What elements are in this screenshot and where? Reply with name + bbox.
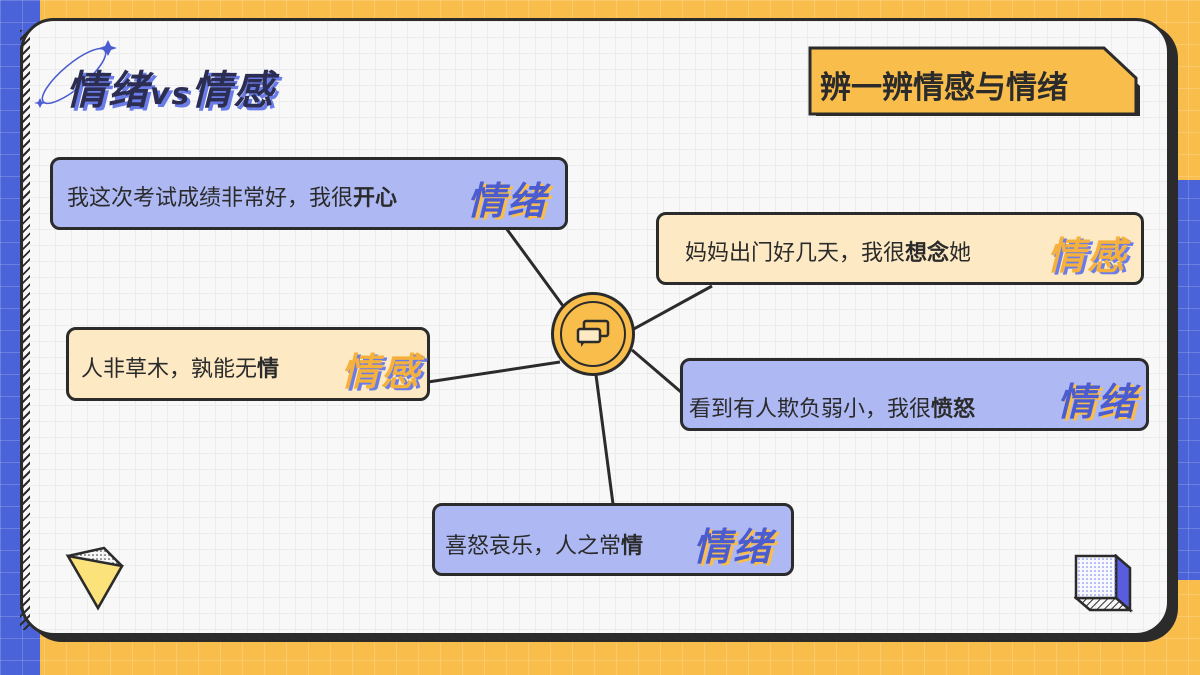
- tag-box: [808, 46, 1140, 116]
- classification-label-3: 情感: [341, 350, 422, 394]
- classification-label-5: 情绪: [693, 525, 774, 569]
- orbit-decoration-icon: [34, 40, 117, 108]
- statement-box-3: 人非草木，孰能无情 情感: [66, 327, 430, 401]
- statement-box-1: 我这次考试成绩非常好，我很开心 情绪: [50, 157, 568, 230]
- statement-text-3: 人非草木，孰能无情: [81, 357, 280, 382]
- statement-box-4: 看到有人欺负弱小，我很愤怒 情绪: [680, 358, 1149, 431]
- tag-text: 辨一辨情感与情绪: [820, 70, 1068, 106]
- center-node: [551, 292, 635, 376]
- page-title: 情绪vs情感: [66, 68, 276, 114]
- statement-text-5: 喜怒哀乐，人之常情: [445, 534, 644, 559]
- statement-text-4: 看到有人欺负弱小，我很愤怒: [689, 397, 976, 422]
- statement-text-1: 我这次考试成绩非常好，我很开心: [67, 186, 398, 211]
- classification-label-1: 情绪: [467, 179, 548, 223]
- triangle-prism-icon: [65, 546, 124, 611]
- statement-box-2: 妈妈出门好几天，我很想念她 情感: [656, 212, 1144, 285]
- statement-box-5: 喜怒哀乐，人之常情 情绪: [432, 503, 794, 576]
- cube-icon: [1074, 554, 1134, 613]
- statement-text-2: 妈妈出门好几天，我很想念她: [685, 241, 972, 266]
- classification-label-4: 情绪: [1057, 380, 1138, 424]
- chat-bubbles-icon: [576, 319, 610, 347]
- card-hatch-stripe: [20, 30, 30, 630]
- classification-label-2: 情感: [1047, 234, 1128, 278]
